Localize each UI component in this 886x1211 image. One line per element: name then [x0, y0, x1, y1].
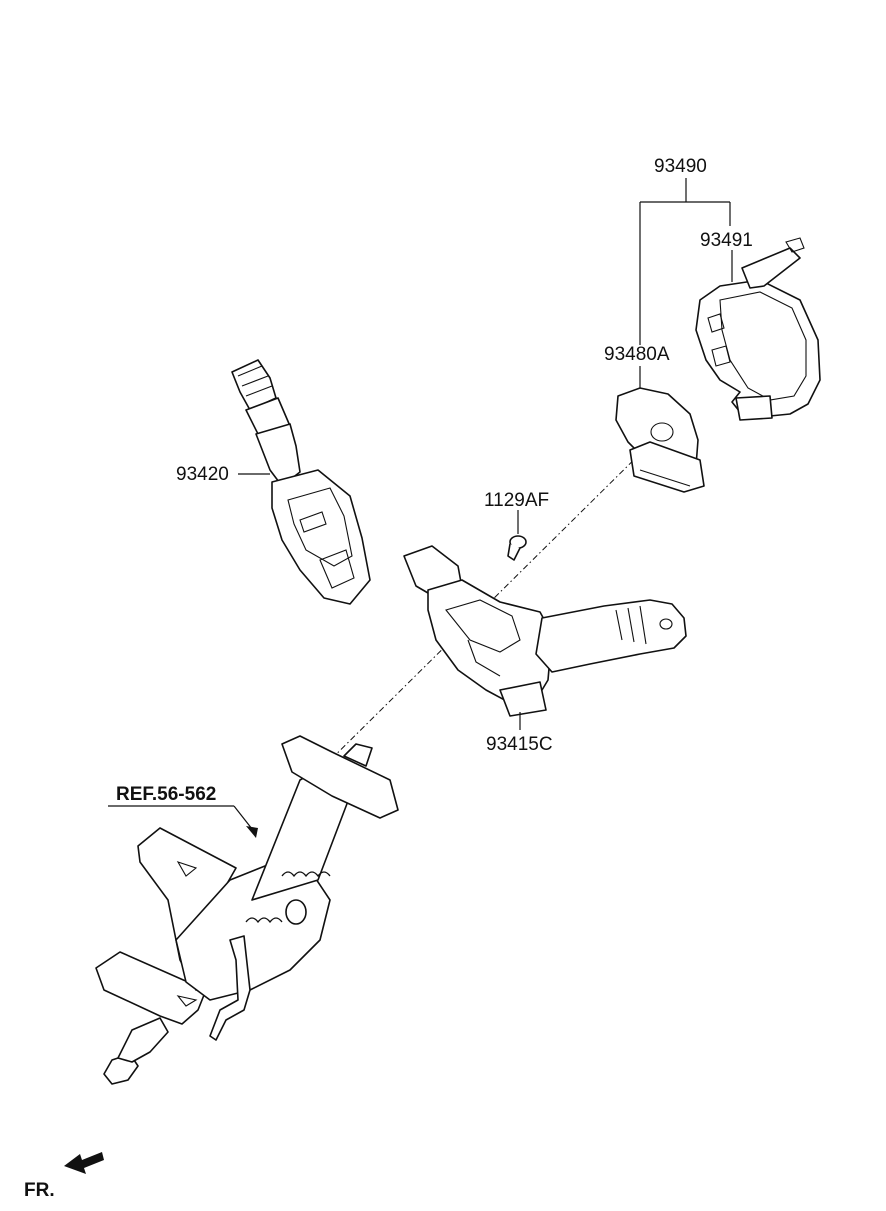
label-93491: 93491 [700, 230, 753, 251]
label-ref-56-562: REF.56-562 [116, 784, 216, 805]
label-93480A: 93480A [604, 344, 670, 365]
steering-column-assembly [95, 735, 399, 1085]
front-direction-arrow-icon [64, 1152, 104, 1174]
contact-ring-93480A [615, 387, 705, 493]
clock-spring-93491 [695, 237, 821, 421]
front-marker-label: FR. [24, 1180, 55, 1201]
multifunction-switch-93415C [403, 545, 687, 717]
leader-ref-56-562 [108, 805, 258, 838]
switch-lever-93420 [231, 359, 371, 605]
label-93415C: 93415C [486, 734, 553, 755]
label-93490: 93490 [654, 156, 707, 177]
assembly-93490-bracket [639, 178, 733, 388]
assembly-center-axis [299, 431, 663, 791]
label-93420: 93420 [176, 464, 229, 485]
label-1129AF: 1129AF [484, 490, 549, 511]
screw-1129AF [507, 510, 527, 561]
